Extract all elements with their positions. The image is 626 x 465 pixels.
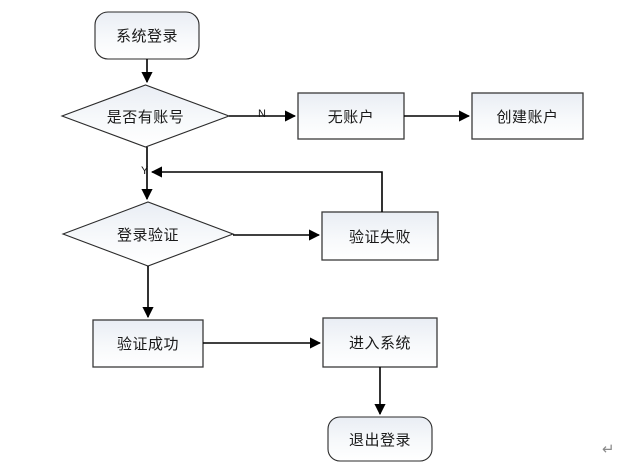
node-shape-login-verify[interactable]: [61, 201, 235, 267]
node-shape-verify-ok[interactable]: [92, 319, 204, 368]
paragraph-mark-icon: ↵: [602, 440, 615, 458]
node-shape-create-account[interactable]: [471, 92, 584, 140]
node-shape-enter-system[interactable]: [322, 317, 438, 368]
node-shape-logout[interactable]: [327, 416, 433, 462]
node-shape-start[interactable]: [94, 11, 200, 60]
node-shape-no-account[interactable]: [297, 92, 405, 140]
node-shape-has-account[interactable]: [60, 84, 231, 148]
edge-verify-fail-retry: [150, 166, 383, 212]
node-shape-verify-fail[interactable]: [321, 211, 439, 261]
